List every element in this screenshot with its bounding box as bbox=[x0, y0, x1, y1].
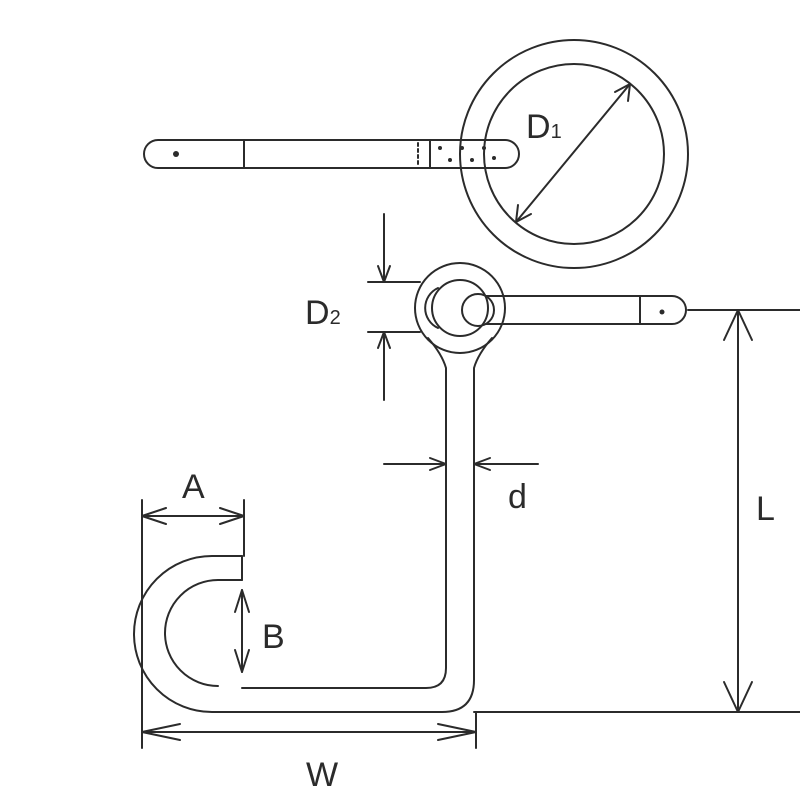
label-L: L bbox=[756, 490, 775, 528]
dimension-B bbox=[234, 589, 250, 673]
top-rod bbox=[143, 139, 520, 169]
label-D2-sub: 2 bbox=[329, 307, 341, 329]
label-D2-letter: D bbox=[305, 294, 330, 332]
dimension-d bbox=[383, 457, 539, 471]
label-A: A bbox=[182, 468, 205, 506]
dimension-D1 bbox=[515, 83, 631, 223]
label-D1-letter: D bbox=[526, 108, 551, 146]
small-ring bbox=[414, 262, 506, 354]
label-D1-sub: 1 bbox=[550, 121, 562, 143]
dimension-W bbox=[141, 711, 477, 749]
dimension-A bbox=[141, 499, 245, 749]
side-rod bbox=[485, 295, 687, 325]
dimension-D2 bbox=[367, 213, 421, 401]
label-W: W bbox=[306, 756, 339, 794]
label-D2: D2 bbox=[305, 296, 341, 330]
label-D1: D1 bbox=[526, 110, 562, 144]
large-ring bbox=[459, 39, 689, 269]
dimension-L bbox=[473, 309, 800, 713]
label-B: B bbox=[262, 618, 285, 656]
label-d: d bbox=[508, 478, 527, 516]
hook-body bbox=[133, 337, 493, 713]
